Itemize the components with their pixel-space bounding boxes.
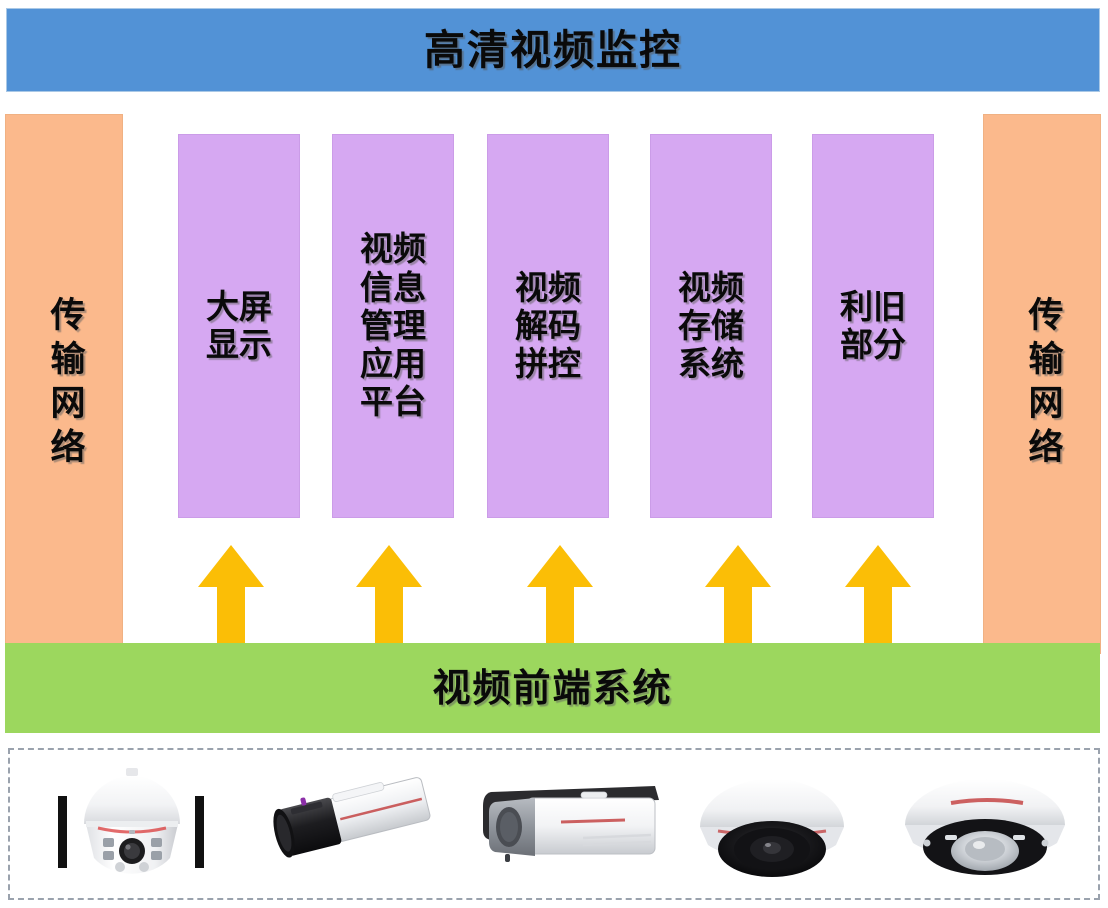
transport-network-right-column: 传输网络 bbox=[983, 114, 1101, 654]
page-title: 高清视频监控 bbox=[424, 25, 682, 74]
camera-slot-fisheye-dome-camera bbox=[890, 760, 1080, 890]
arrow-to-legacy-reuse-part bbox=[843, 543, 913, 655]
platform-column-video-decode-splice-control: 视频 解码 拼控 bbox=[487, 134, 609, 518]
transport-network-left-label: 传输网络 bbox=[44, 296, 85, 472]
box-camera-icon bbox=[273, 777, 431, 858]
transport-network-right-label: 传输网络 bbox=[1022, 296, 1063, 472]
platform-label-video-storage-system: 视频 存储 系统 bbox=[678, 267, 744, 384]
camera-device-tray bbox=[8, 748, 1100, 900]
platform-column-large-screen-display: 大屏 显示 bbox=[178, 134, 300, 518]
camera-slot-ptz-dome bbox=[72, 760, 192, 890]
arrow-to-large-screen-display bbox=[196, 543, 266, 655]
transport-network-left-column: 传输网络 bbox=[5, 114, 123, 654]
arrow-to-video-decode-splice-control bbox=[525, 543, 595, 655]
bullet-camera-icon bbox=[483, 786, 659, 862]
platform-label-video-decode-splice-control: 视频 解码 拼控 bbox=[515, 267, 581, 384]
arrow-to-video-info-management-platform bbox=[354, 543, 424, 655]
platform-column-video-info-management-platform: 视频 信息 管理 应用 平台 bbox=[332, 134, 454, 518]
frontend-system-bar: 视频前端系统 bbox=[5, 643, 1100, 733]
vandal-dome-camera-icon bbox=[700, 779, 844, 877]
arrow-to-video-storage-system bbox=[703, 543, 773, 655]
platform-column-legacy-reuse-part: 利旧 部分 bbox=[812, 134, 934, 518]
frontend-system-title: 视频前端系统 bbox=[432, 666, 673, 710]
camera-slot-vandal-dome-camera bbox=[682, 760, 862, 890]
fisheye-dome-camera-icon bbox=[905, 779, 1065, 875]
camera-slot-bullet-camera bbox=[460, 760, 670, 890]
platform-label-large-screen-display: 大屏 显示 bbox=[206, 286, 272, 364]
diagram-header-banner: 高清视频监控 bbox=[6, 8, 1100, 92]
platform-label-legacy-reuse-part: 利旧 部分 bbox=[840, 286, 906, 364]
bracket-right-decoration bbox=[195, 796, 204, 868]
ptz-dome-camera-icon bbox=[84, 768, 180, 874]
platform-label-video-info-management-platform: 视频 信息 管理 应用 平台 bbox=[360, 229, 426, 422]
platform-column-video-storage-system: 视频 存储 系统 bbox=[650, 134, 772, 518]
camera-slot-box-camera bbox=[260, 760, 440, 890]
bracket-left-decoration bbox=[58, 796, 67, 868]
